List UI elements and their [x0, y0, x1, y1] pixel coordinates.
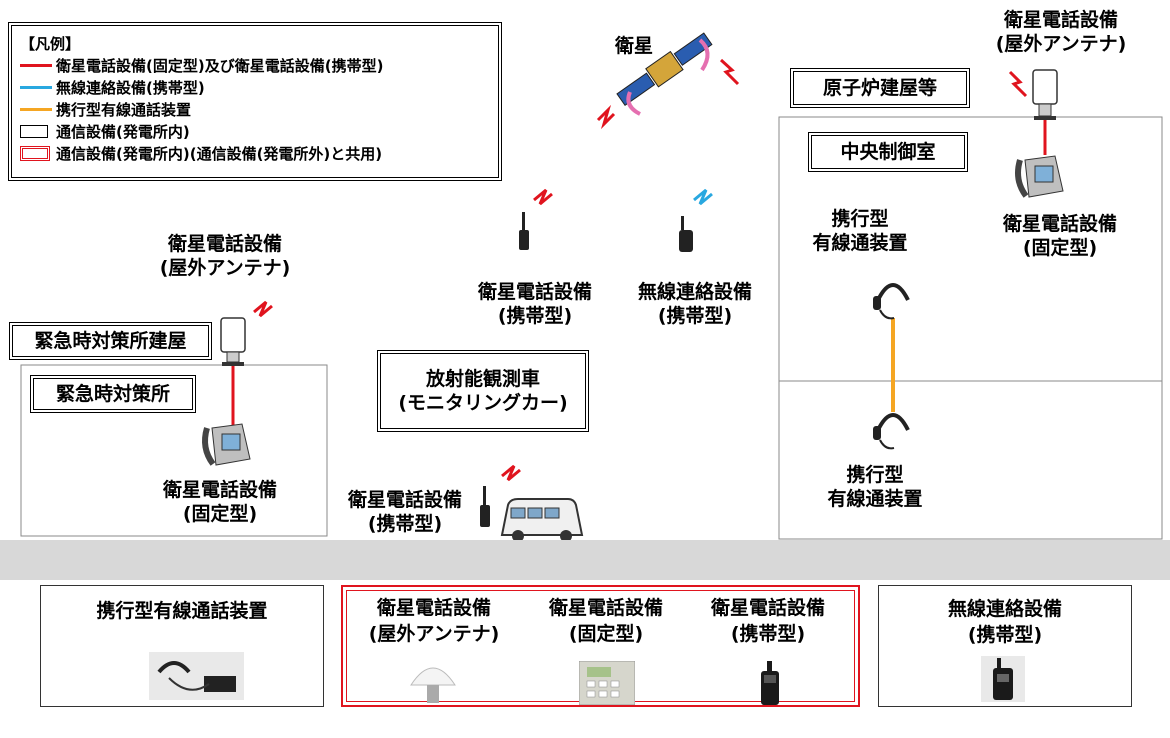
- blue-signal-icon: [693, 188, 713, 206]
- red-signal-icon: [533, 188, 553, 206]
- panel-wired-title: 携行型有線通話装置: [96, 600, 268, 622]
- red-signal-icon: [253, 300, 273, 318]
- emergency-center-label: 緊急時対策所: [30, 375, 196, 413]
- panel-sat-antenna-title: 衛星電話設備 (屋外アンテナ): [368, 597, 500, 645]
- legend-item-onsite: 通信設備(発電所内): [20, 120, 190, 142]
- legend-blue-line: [20, 85, 52, 89]
- central-control-label: 中央制御室: [808, 132, 968, 172]
- legend-label: 衛星電話設備(固定型)及び衛星電話設備(携帯型): [56, 56, 384, 75]
- signal-arc-icon: [698, 38, 710, 72]
- panel-sat-fixed-title: 衛星電話設備 (固定型): [548, 597, 663, 645]
- legend-item-wired: 携行型有線通話装置: [20, 98, 191, 120]
- sat-fixed-right-label: 衛星電話設備 (固定型): [1002, 213, 1117, 259]
- sat-portable-center-label: 衛星電話設備 (携帯型): [477, 281, 592, 327]
- sat-antenna-right-label: 衛星電話設備 (屋外アンテナ): [995, 9, 1127, 55]
- sat-handset-icon-car: [480, 486, 490, 527]
- red-signal-icon: [719, 58, 740, 86]
- desk-phone-icon-right: [1015, 155, 1064, 198]
- legend-black-box: [20, 124, 48, 138]
- radio-photo: [981, 656, 1025, 702]
- legend-orange-line: [20, 107, 52, 111]
- panel-shared-satellite: 衛星電話設備 (屋外アンテナ) 衛星電話設備 (固定型) 衛星電話設備 (携帯型…: [341, 585, 860, 707]
- satellite-label: 衛星: [615, 35, 654, 57]
- legend-red-line: [20, 63, 52, 67]
- legend-item-shared: 通信設備(発電所内)(通信設備(発電所外)と共用): [20, 142, 382, 164]
- sat-handset-icon-center: [519, 212, 529, 250]
- desk-phone-icon-left: [202, 423, 251, 466]
- sat-portable-photo: [761, 661, 779, 705]
- red-signal-icon: [596, 104, 616, 130]
- red-signal-icon: [501, 464, 521, 482]
- legend-title: 【凡例】: [20, 34, 81, 53]
- radio-handset-icon-center: [679, 216, 693, 252]
- panel-radio: 無線連絡設備 (携帯型): [878, 585, 1132, 707]
- sat-antenna-photo: [410, 667, 456, 703]
- monitoring-car-label: 放射能観測車 (モニタリングカー): [377, 350, 589, 432]
- red-signal-icon: [1008, 70, 1028, 98]
- wired-device-photo: [149, 652, 244, 700]
- legend-item-satellite: 衛星電話設備(固定型)及び衛星電話設備(携帯型): [20, 54, 383, 76]
- monitoring-car-icon: [500, 498, 584, 542]
- red-signal-icons: [253, 58, 1028, 482]
- emergency-building-label: 緊急時対策所建屋: [9, 322, 212, 360]
- legend: 【凡例】 衛星電話設備(固定型)及び衛星電話設備(携帯型) 無線連絡設備(携帯型…: [8, 22, 502, 181]
- road-band: [0, 540, 1170, 580]
- sat-fixed-photo: [579, 661, 635, 705]
- legend-label: 無線連絡設備(携帯型): [56, 78, 205, 97]
- legend-item-radio: 無線連絡設備(携帯型): [20, 76, 205, 98]
- sat-fixed-left-label: 衛星電話設備 (固定型): [162, 479, 277, 525]
- antenna-icon-left: [220, 317, 246, 366]
- sat-antenna-left-label: 衛星電話設備 (屋外アンテナ): [159, 233, 291, 279]
- headset-icon-lower: [873, 413, 910, 450]
- panel-wired-device: 携行型有線通話装置: [40, 585, 324, 707]
- legend-label: 通信設備(発電所内): [56, 122, 190, 141]
- reactor-building-outline: [778, 116, 1163, 540]
- reactor-building-label: 原子炉建屋等: [790, 68, 970, 108]
- antenna-icon-right: [1032, 69, 1058, 120]
- signal-arc-icon: [626, 91, 641, 116]
- wired-lower-label: 携行型 有線通装置: [827, 464, 923, 510]
- headset-icon-upper: [873, 283, 910, 320]
- panel-sat-portable-title: 衛星電話設備 (携帯型): [710, 597, 825, 645]
- radio-portable-center-label: 無線連絡設備 (携帯型): [637, 281, 752, 327]
- wired-upper-label: 携行型 有線通装置: [812, 208, 908, 254]
- legend-label: 通信設備(発電所内)(通信設備(発電所外)と共用): [56, 144, 383, 163]
- legend-label: 携行型有線通話装置: [56, 100, 192, 119]
- panel-radio-title: 無線連絡設備 (携帯型): [947, 598, 1062, 646]
- legend-red-box: [20, 145, 50, 161]
- sat-portable-car-label: 衛星電話設備 (携帯型): [347, 489, 462, 535]
